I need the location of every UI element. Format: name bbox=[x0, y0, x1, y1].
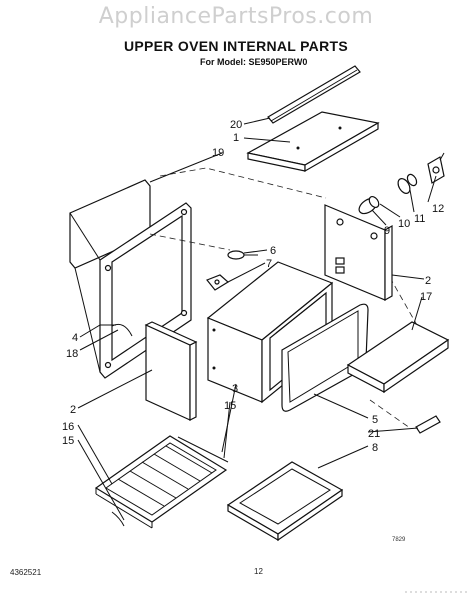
callout-11: 11 bbox=[414, 213, 425, 225]
callout-7: 7 bbox=[266, 258, 272, 270]
part-15-rack-wire[interactable] bbox=[111, 436, 229, 527]
figure-code: 7829 bbox=[392, 537, 406, 543]
callout-6: 6 bbox=[270, 245, 276, 257]
callout-10: 10 bbox=[398, 218, 410, 230]
callout-15-left: 15 bbox=[62, 435, 74, 447]
part-6-fastener[interactable] bbox=[227, 250, 258, 260]
callout-1: 1 bbox=[233, 132, 239, 144]
part-20-trim-strip[interactable] bbox=[267, 65, 361, 124]
alignment-line-top bbox=[159, 167, 327, 199]
watermark: AppliancePartsPros.com bbox=[98, 4, 374, 29]
part-16-oven-rack[interactable] bbox=[94, 435, 228, 529]
callout-2-lower: 2 bbox=[70, 404, 76, 416]
alignment-line-bottom bbox=[369, 399, 411, 429]
callout-15-center: 15 bbox=[224, 400, 236, 412]
alignment-line-left bbox=[149, 233, 231, 251]
part-17-drip-tray[interactable] bbox=[346, 321, 450, 394]
callout-20: 20 bbox=[230, 119, 242, 131]
part-2-side-panel[interactable] bbox=[144, 321, 198, 421]
callout-3: 3 bbox=[232, 383, 238, 395]
page-title: UPPER OVEN INTERNAL PARTS bbox=[123, 38, 348, 54]
model-line: For Model: SE950PERW0 bbox=[200, 57, 308, 67]
callout-19: 19 bbox=[212, 147, 224, 159]
part-7-bracket[interactable] bbox=[206, 274, 230, 291]
page-number: 12 bbox=[254, 567, 263, 576]
callout-8: 8 bbox=[372, 442, 378, 454]
callout-18: 18 bbox=[66, 348, 78, 360]
part-8-bottom-tray[interactable] bbox=[226, 461, 344, 542]
callout-2-upper: 2 bbox=[425, 275, 431, 287]
leader-lines bbox=[77, 117, 437, 521]
callout-17: 17 bbox=[420, 291, 432, 303]
part-9-back-panel[interactable] bbox=[324, 204, 393, 302]
callout-4: 4 bbox=[72, 332, 78, 344]
document-number: 4362521 bbox=[10, 568, 42, 577]
callout-21: 21 bbox=[368, 428, 380, 440]
part-12-switch[interactable] bbox=[427, 152, 445, 184]
callout-9: 9 bbox=[384, 225, 390, 237]
callout-12: 12 bbox=[432, 203, 444, 215]
callout-16: 16 bbox=[62, 421, 74, 433]
part-11-knob-bezel[interactable] bbox=[396, 173, 419, 196]
part-21-clip[interactable] bbox=[415, 415, 441, 434]
part-1-top-panel[interactable] bbox=[246, 111, 380, 173]
callout-5: 5 bbox=[372, 414, 378, 426]
part-10-knob[interactable] bbox=[356, 195, 380, 217]
